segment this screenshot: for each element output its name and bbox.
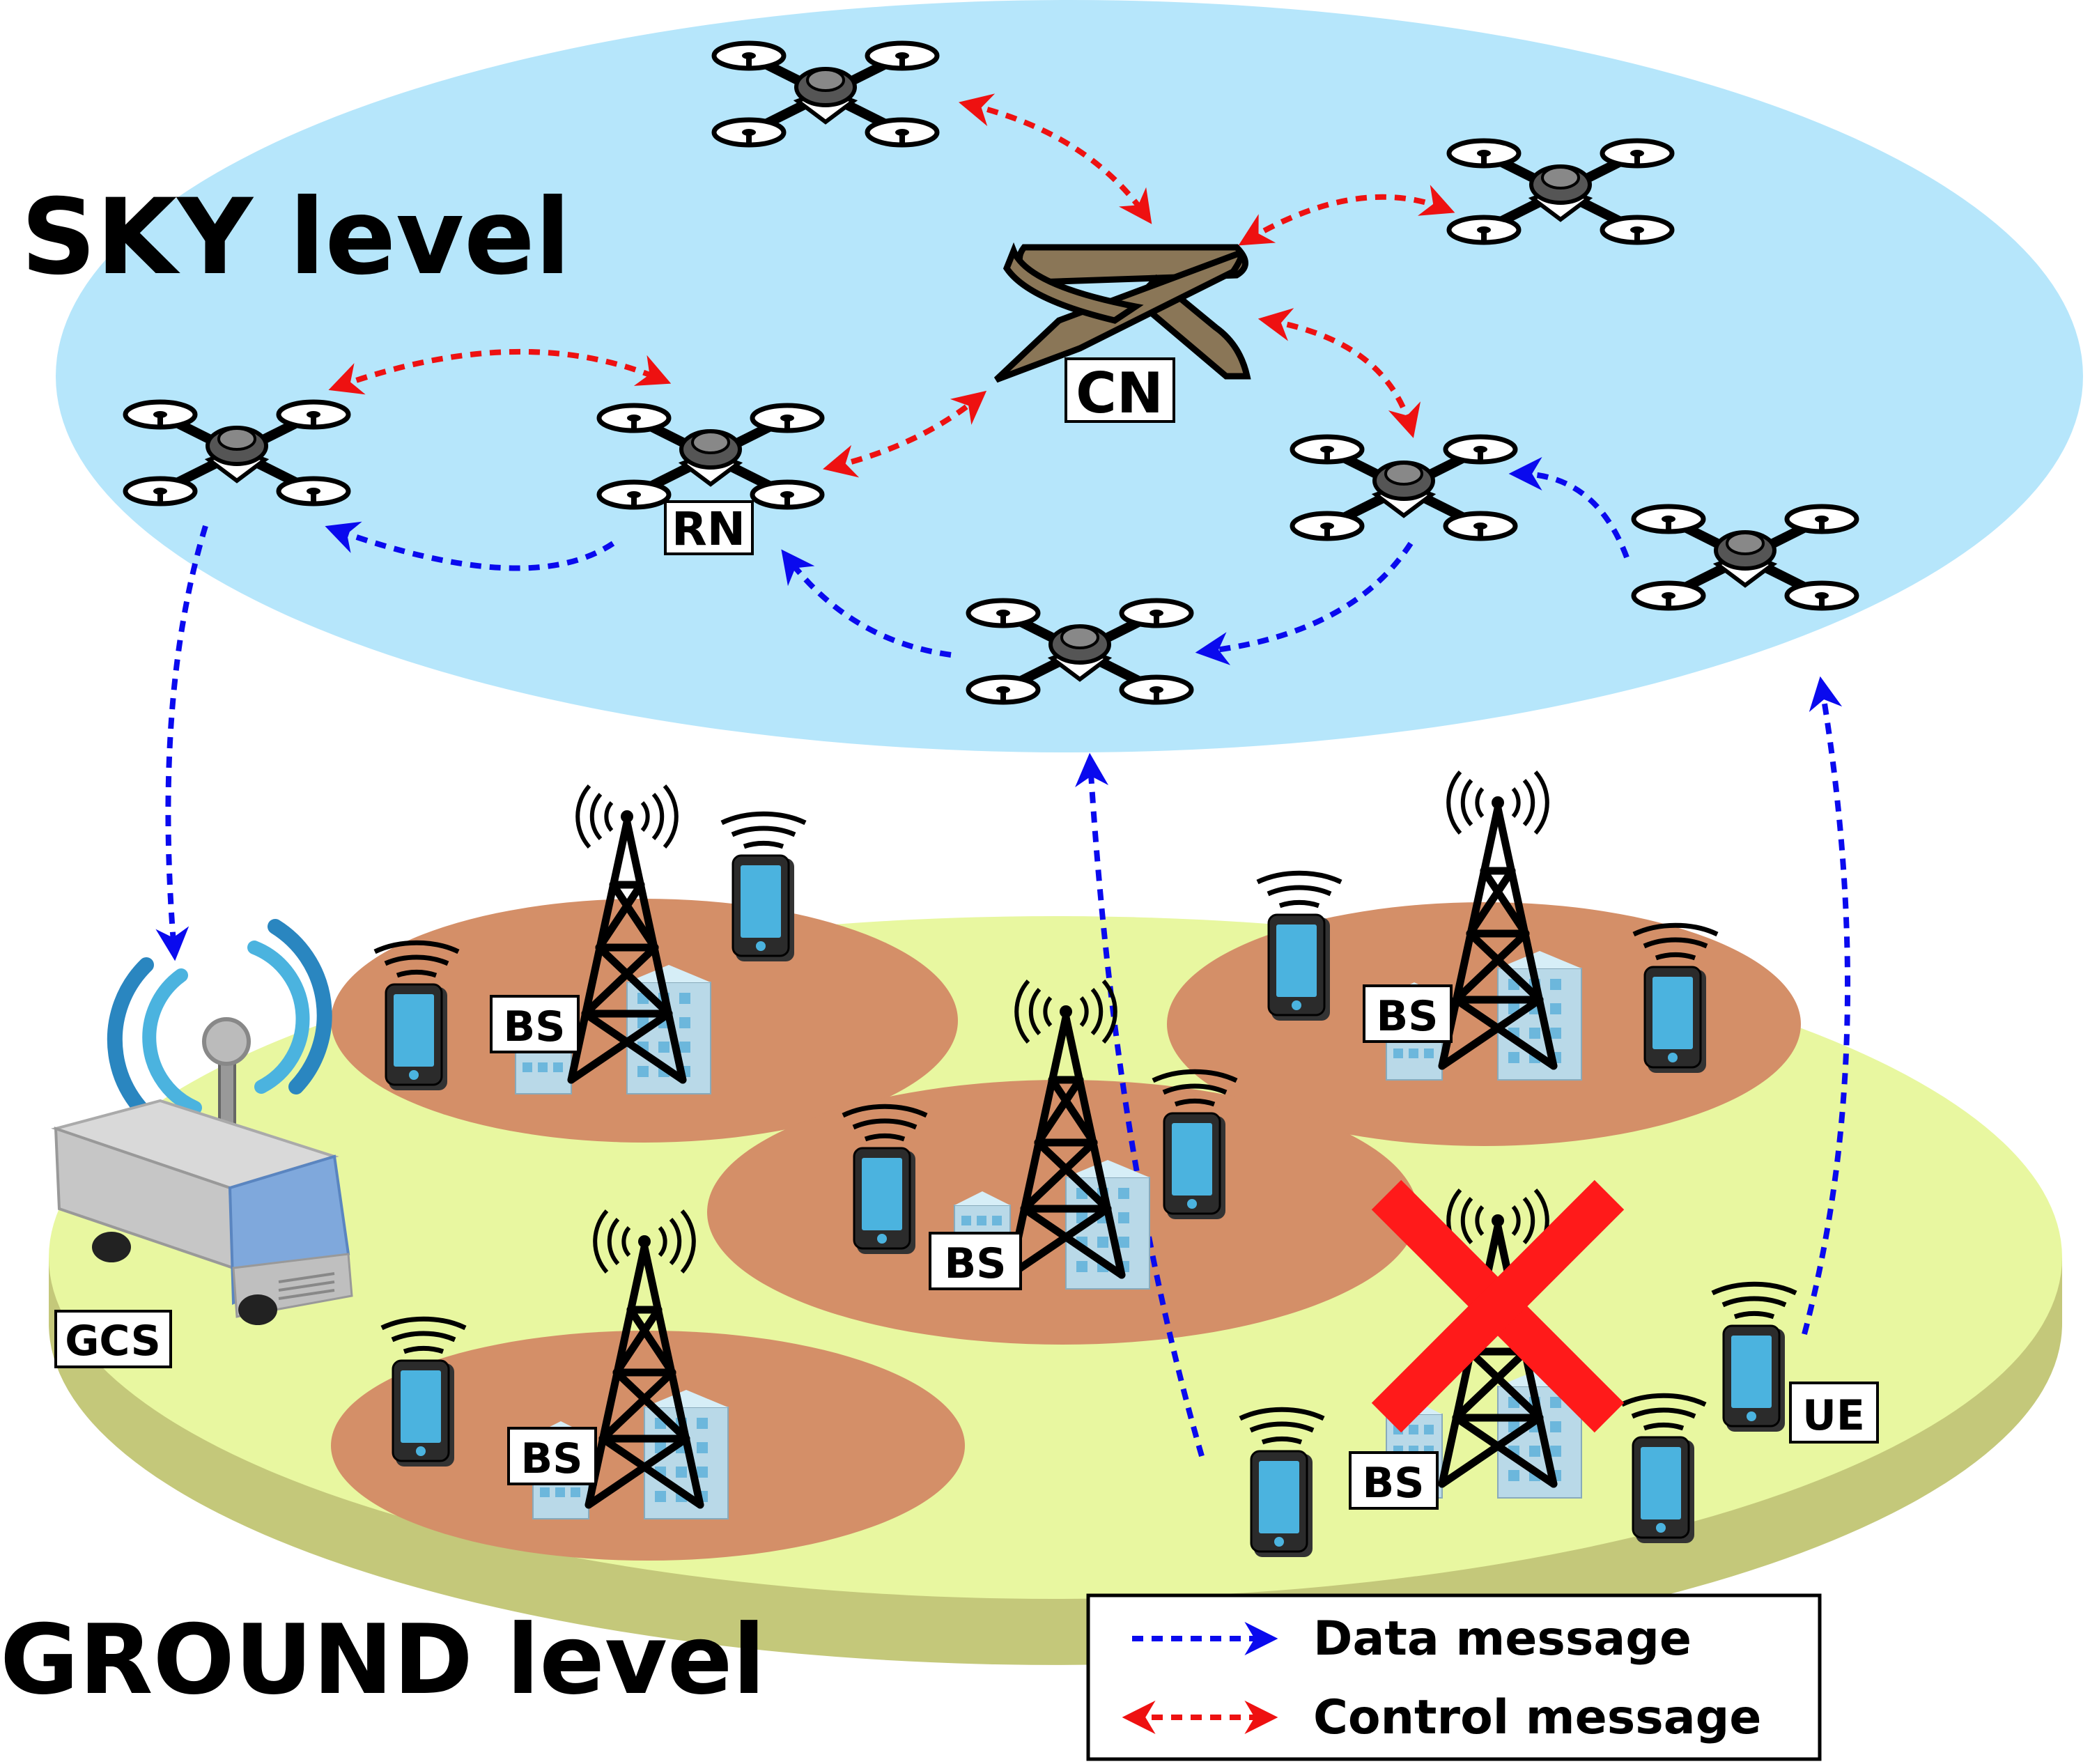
control-arrow-5: [328, 348, 672, 395]
data-arrow-7: [1802, 676, 1851, 1336]
phone-icon: [722, 814, 805, 961]
phone-icon: [1257, 873, 1341, 1021]
gcs-label: GCS: [54, 1310, 172, 1368]
ground-level-title: GROUND level: [0, 1604, 766, 1716]
svg-text:BS: BS: [504, 1003, 566, 1051]
cn-label: CN: [1065, 357, 1175, 426]
rn-label: RN: [664, 500, 754, 556]
plane-icon: [993, 242, 1251, 383]
data-arrow-3: [1195, 541, 1414, 665]
svg-text:BS: BS: [945, 1239, 1007, 1288]
van-icon: [51, 919, 353, 1325]
control-arrow-3: [1257, 308, 1421, 438]
svg-text:UE: UE: [1802, 1391, 1865, 1440]
svg-text:CN: CN: [1076, 361, 1163, 426]
bs-label-3: BS: [929, 1232, 1022, 1290]
bs-label-4: BS: [507, 1427, 597, 1485]
legend-control-label: Control message: [1313, 1690, 1761, 1745]
bs-label-5: BS: [1349, 1451, 1439, 1510]
control-arrows: [328, 93, 1455, 478]
svg-text:RN: RN: [672, 502, 745, 556]
svg-text:BS: BS: [1377, 992, 1439, 1041]
legend-data-label: Data message: [1313, 1611, 1692, 1666]
ue-label: UE: [1789, 1382, 1879, 1444]
sky-level-title: SKY level: [21, 177, 571, 298]
bs-label-2: BS: [1363, 984, 1453, 1043]
bs-label-1: BS: [490, 995, 580, 1053]
control-arrow-4: [822, 390, 987, 478]
data-arrow-5: [155, 525, 208, 961]
svg-text:BS: BS: [1363, 1459, 1425, 1508]
data-arrow-4: [1508, 457, 1630, 559]
data-arrow-2: [781, 549, 952, 658]
data-arrow-1: [325, 521, 615, 571]
failure-cross-icon: [1371, 1179, 1625, 1433]
legend: Data message Control message: [1086, 1593, 1822, 1761]
data-arrow-6: [1075, 752, 1205, 1457]
control-arrow-2: [1238, 185, 1455, 246]
svg-text:BS: BS: [521, 1434, 583, 1483]
data-arrows: [155, 457, 1851, 1457]
svg-text:GCS: GCS: [65, 1317, 161, 1365]
